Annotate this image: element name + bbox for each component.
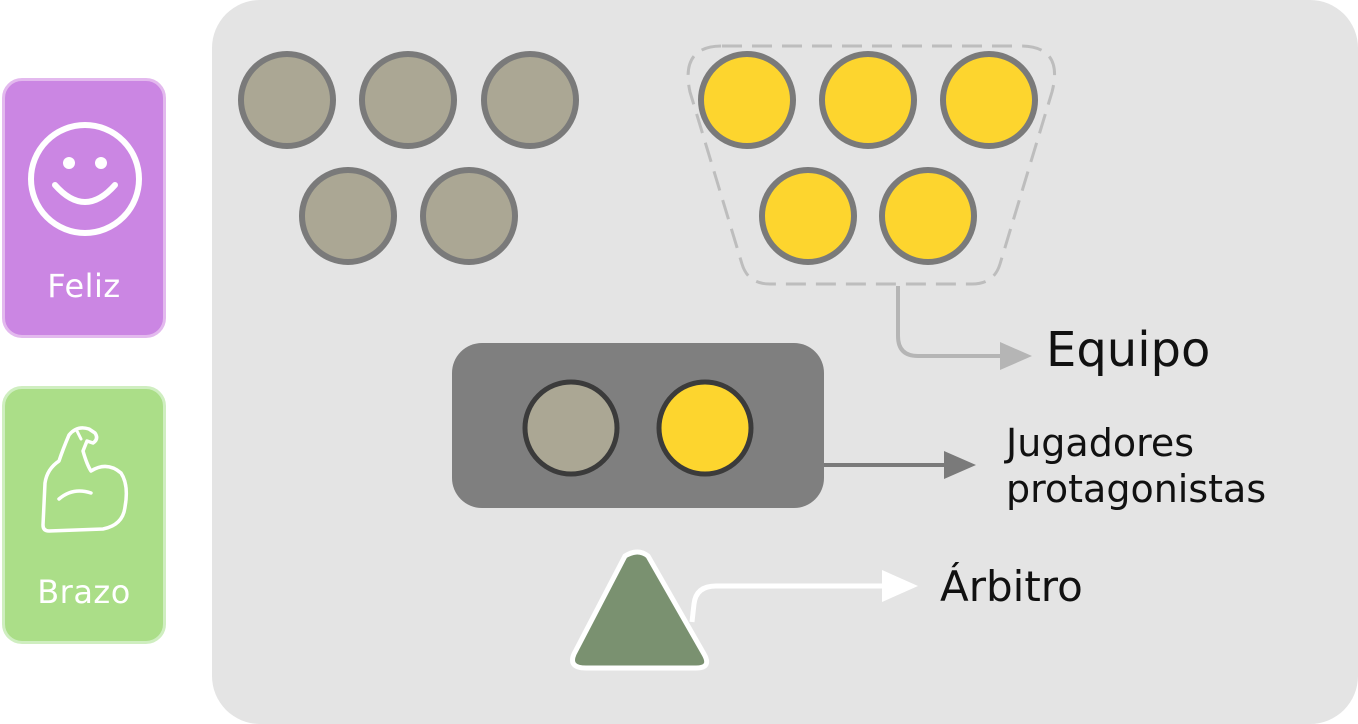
grey-player <box>481 51 579 149</box>
yellow-player <box>698 51 796 149</box>
referee-arrowhead <box>882 570 918 602</box>
featured-yellow-player <box>656 379 754 477</box>
featured-players-label: Jugadores protagonistas <box>1006 420 1266 512</box>
grey-player <box>420 167 518 265</box>
featured-players-label-line2: protagonistas <box>1006 467 1267 511</box>
smiley-icon <box>28 122 142 236</box>
feliz-label: Feliz <box>47 267 121 305</box>
team-label: Equipo <box>1046 322 1211 378</box>
referee-label: Árbitro <box>940 562 1083 611</box>
grey-team <box>238 51 579 265</box>
yellow-player <box>759 167 857 265</box>
featured-arrowhead <box>944 451 976 479</box>
featured-grey-player <box>522 379 620 477</box>
grey-player <box>238 51 336 149</box>
brazo-label: Brazo <box>37 573 131 611</box>
referee-arrow <box>689 583 888 623</box>
grey-player <box>299 167 397 265</box>
featured-players-label-line1: Jugadores <box>1006 421 1195 465</box>
featured-players-box <box>452 343 824 508</box>
team-group-outline <box>686 44 1057 286</box>
grey-player <box>359 51 457 149</box>
yellow-player <box>819 51 917 149</box>
yellow-player <box>940 51 1038 149</box>
feliz-card[interactable]: Feliz <box>2 78 166 338</box>
flexed-arm-icon <box>41 426 129 533</box>
referee-triangle <box>570 549 710 671</box>
team-arrowhead <box>1000 342 1032 370</box>
yellow-team <box>698 51 1038 265</box>
yellow-player <box>879 167 977 265</box>
brazo-card[interactable]: Brazo <box>2 386 166 644</box>
team-arrow <box>896 286 1004 358</box>
